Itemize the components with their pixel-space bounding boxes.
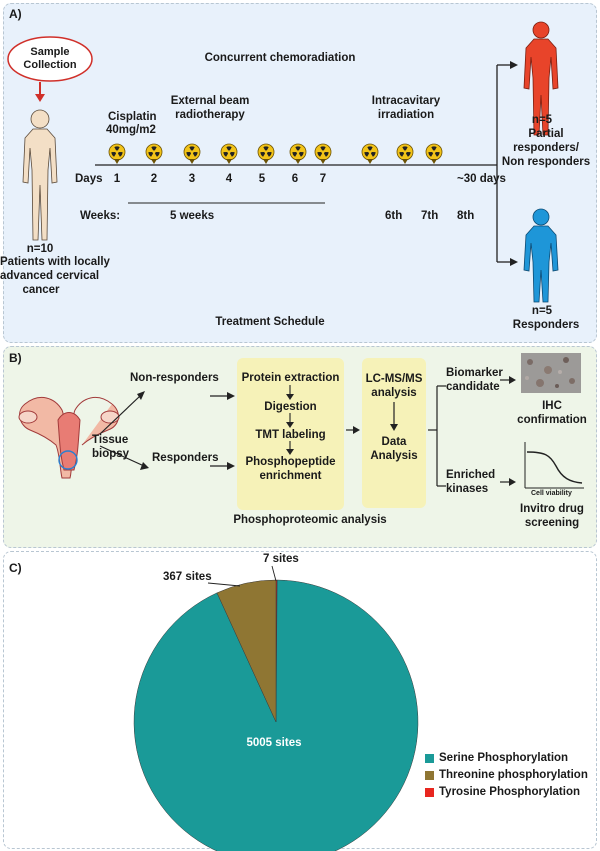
radiation-pin-icon: [289, 143, 307, 164]
week-6th: 6th: [385, 210, 403, 222]
responders-n: n=5: [531, 305, 553, 317]
radiation-pin-icon: [145, 143, 163, 164]
phosphoproteomic-caption: Phosphoproteomic analysis: [233, 514, 387, 526]
leader-line-7: [271, 565, 277, 582]
day-label: 7: [319, 173, 327, 185]
step-digestion: Digestion: [264, 401, 317, 413]
responders-label: Responders: [152, 452, 219, 464]
weeks-label: Weeks:: [80, 210, 121, 222]
legend-label: Tyrosine Phosphorylation: [439, 786, 580, 798]
approx-days-label: ~30 days: [457, 173, 506, 185]
responder-figure-icon: [523, 208, 559, 303]
radiation-pin-icon: [396, 143, 414, 164]
radiation-pin-icon: [183, 143, 201, 164]
panel-a-label: A): [9, 7, 22, 21]
five-weeks-label: 5 weeks: [170, 210, 215, 222]
legend-item: Tyrosine Phosphorylation: [425, 786, 580, 798]
legend-label: Serine Phosphorylation: [439, 752, 569, 764]
legend-item: Threonine phosphorylation: [425, 769, 588, 781]
patient-figure-icon: [22, 109, 58, 241]
responders-description: Responders: [512, 319, 580, 331]
radiation-pin-icon: [361, 143, 379, 164]
partial-n: n=5: [531, 114, 553, 126]
partial-responder-figure-icon: [523, 21, 559, 136]
step-protein-extraction: Protein extraction: [241, 372, 340, 384]
panel-a-treatment-schedule: [3, 3, 597, 343]
pie-slice-serine: [133, 579, 419, 851]
legend-swatch: [425, 770, 434, 780]
radiation-pin-icon: [257, 143, 275, 164]
radiation-pin-icon: [314, 143, 332, 164]
panel-c-label: C): [9, 561, 22, 575]
sample-arrow-head: [35, 94, 45, 102]
legend-swatch: [425, 753, 434, 763]
radiation-pin-icon: [425, 143, 443, 164]
radiation-pin-icon: [108, 143, 126, 164]
non-responders-label: Non-responders: [130, 372, 219, 384]
radiation-pins: [108, 143, 443, 164]
cisplatin-dose-label: 40mg/m2: [106, 124, 156, 136]
label-7-sites: 7 sites: [263, 553, 299, 565]
cisplatin-label: Cisplatin: [108, 111, 157, 123]
patients-n: n=10: [26, 243, 54, 255]
week-8th: 8th: [457, 210, 475, 222]
days-label: Days: [75, 173, 103, 185]
biopsy-circle: [58, 450, 78, 470]
legend-label: Threonine phosphorylation: [439, 769, 588, 781]
label-367-sites: 367 sites: [163, 571, 212, 583]
day-label: 4: [225, 173, 233, 185]
label-5005-sites: 5005 sites: [246, 737, 302, 749]
sample-collection-ellipse: [7, 36, 93, 82]
step-tmt-labeling: TMT labeling: [255, 429, 326, 441]
legend-item: Serine Phosphorylation: [425, 752, 568, 764]
cell-viability-label: Cell viability: [531, 490, 572, 497]
panel-b-label: B): [9, 351, 22, 365]
cell-viability-plot: [524, 442, 584, 489]
sample-prep-box: [237, 358, 344, 510]
day-label: 1: [113, 173, 121, 185]
legend-swatch: [425, 787, 434, 797]
treatment-schedule-caption: Treatment Schedule: [215, 316, 325, 328]
day-label: 2: [150, 173, 158, 185]
analysis-box: [362, 358, 426, 508]
week-7th: 7th: [421, 210, 439, 222]
ihc-image: [521, 353, 581, 393]
radiation-pin-icon: [220, 143, 238, 164]
concurrent-chemoradiation-label: Concurrent chemoradiation: [204, 52, 356, 64]
day-label: 5: [258, 173, 266, 185]
day-label: 6: [291, 173, 299, 185]
uterus-icon: [18, 396, 120, 479]
day-label: 3: [188, 173, 196, 185]
leader-line-367: [207, 582, 241, 587]
